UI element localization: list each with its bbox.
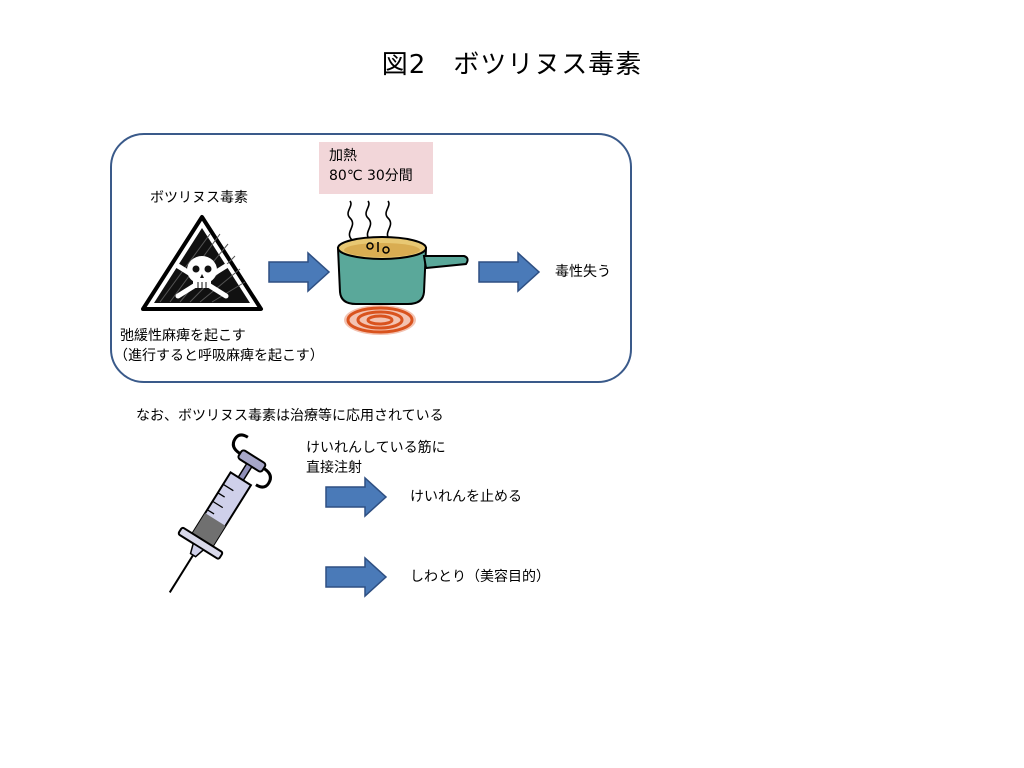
use-stop-spasm: けいれんを止める [410, 489, 522, 505]
heating-condition-box: 加熱 80℃ 30分間 [319, 142, 433, 194]
effect-text-line2: （進行すると呼吸麻痺を起こす） [114, 348, 324, 364]
arrow-to-result [478, 251, 541, 293]
syringe-icon [168, 433, 272, 593]
use-wrinkle-removal: しわとり（美容目的） [410, 569, 550, 585]
note-text: なお、ボツリヌス毒素は治療等に応用されている [136, 408, 444, 424]
arrow-to-stop-spasm [325, 476, 388, 518]
arrow-to-wrinkle [325, 556, 388, 598]
diagram-frame [110, 133, 632, 383]
toxin-label: ボツリヌス毒素 [150, 190, 248, 206]
page-title: 図2 ボツリヌス毒素 [381, 50, 643, 80]
injection-text-line2: 直接注射 [306, 460, 362, 476]
effect-text-line1: 弛緩性麻痺を起こす [120, 328, 246, 344]
heating-temperature-time: 80℃ 30分間 [329, 168, 413, 184]
heating-label: 加熱 [329, 148, 357, 164]
injection-text-line1: けいれんしている筋に [306, 440, 446, 456]
result-label: 毒性失う [555, 264, 611, 280]
poison-warning-icon [141, 215, 263, 311]
stove-coil-icon [344, 305, 416, 335]
steam-icon [347, 200, 392, 241]
arrow-to-heating [268, 251, 331, 293]
cooking-pot-icon [336, 236, 469, 305]
